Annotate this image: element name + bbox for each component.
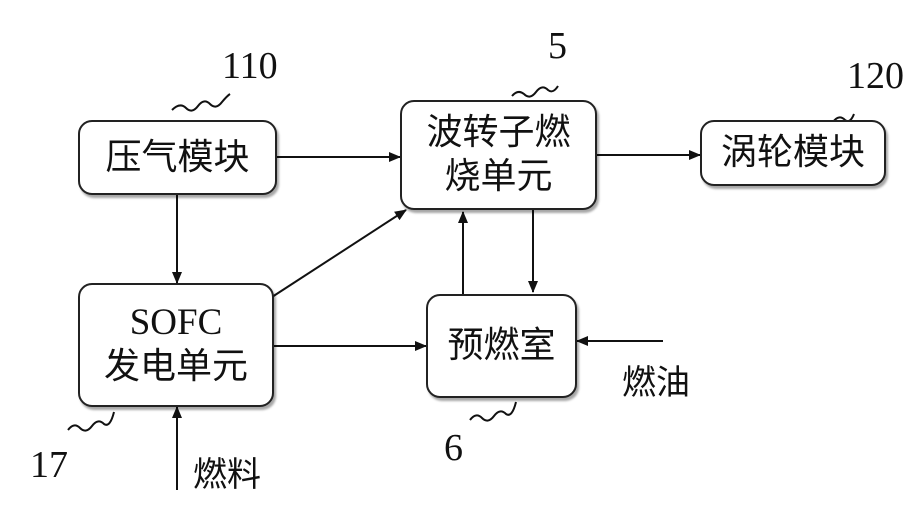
sofc-label-line2: 发电单元 — [104, 345, 248, 389]
leader-110 — [172, 94, 230, 111]
sofc-power-unit-box: SOFC 发电单元 — [78, 283, 274, 407]
fuel-label: 燃料 — [193, 455, 261, 495]
compressor-module-label: 压气模块 — [105, 136, 249, 180]
leader-6 — [470, 402, 516, 421]
precombustor-label: 预燃室 — [447, 324, 555, 368]
turbine-module-label: 涡轮模块 — [721, 131, 865, 175]
ref-label-6: 6 — [444, 428, 463, 468]
compressor-module-box: 压气模块 — [78, 120, 277, 195]
leader-5 — [512, 86, 558, 97]
ref-label-110: 110 — [222, 46, 278, 86]
precombustor-box: 预燃室 — [426, 294, 577, 398]
wave-rotor-combustion-unit-box: 波转子燃 烧单元 — [400, 100, 597, 210]
sofc-label-line1: SOFC — [130, 301, 223, 345]
ref-label-5: 5 — [548, 26, 567, 66]
turbine-module-box: 涡轮模块 — [700, 120, 886, 186]
fuel-oil-label: 燃油 — [622, 363, 690, 403]
ref-label-120: 120 — [847, 56, 904, 96]
ref-label-17: 17 — [30, 445, 68, 485]
wave-rotor-label-line2: 烧单元 — [444, 155, 552, 199]
arrow-sofc-to-wave-rotor — [272, 210, 406, 297]
leader-17 — [68, 412, 114, 431]
wave-rotor-label-line1: 波转子燃 — [426, 111, 570, 155]
